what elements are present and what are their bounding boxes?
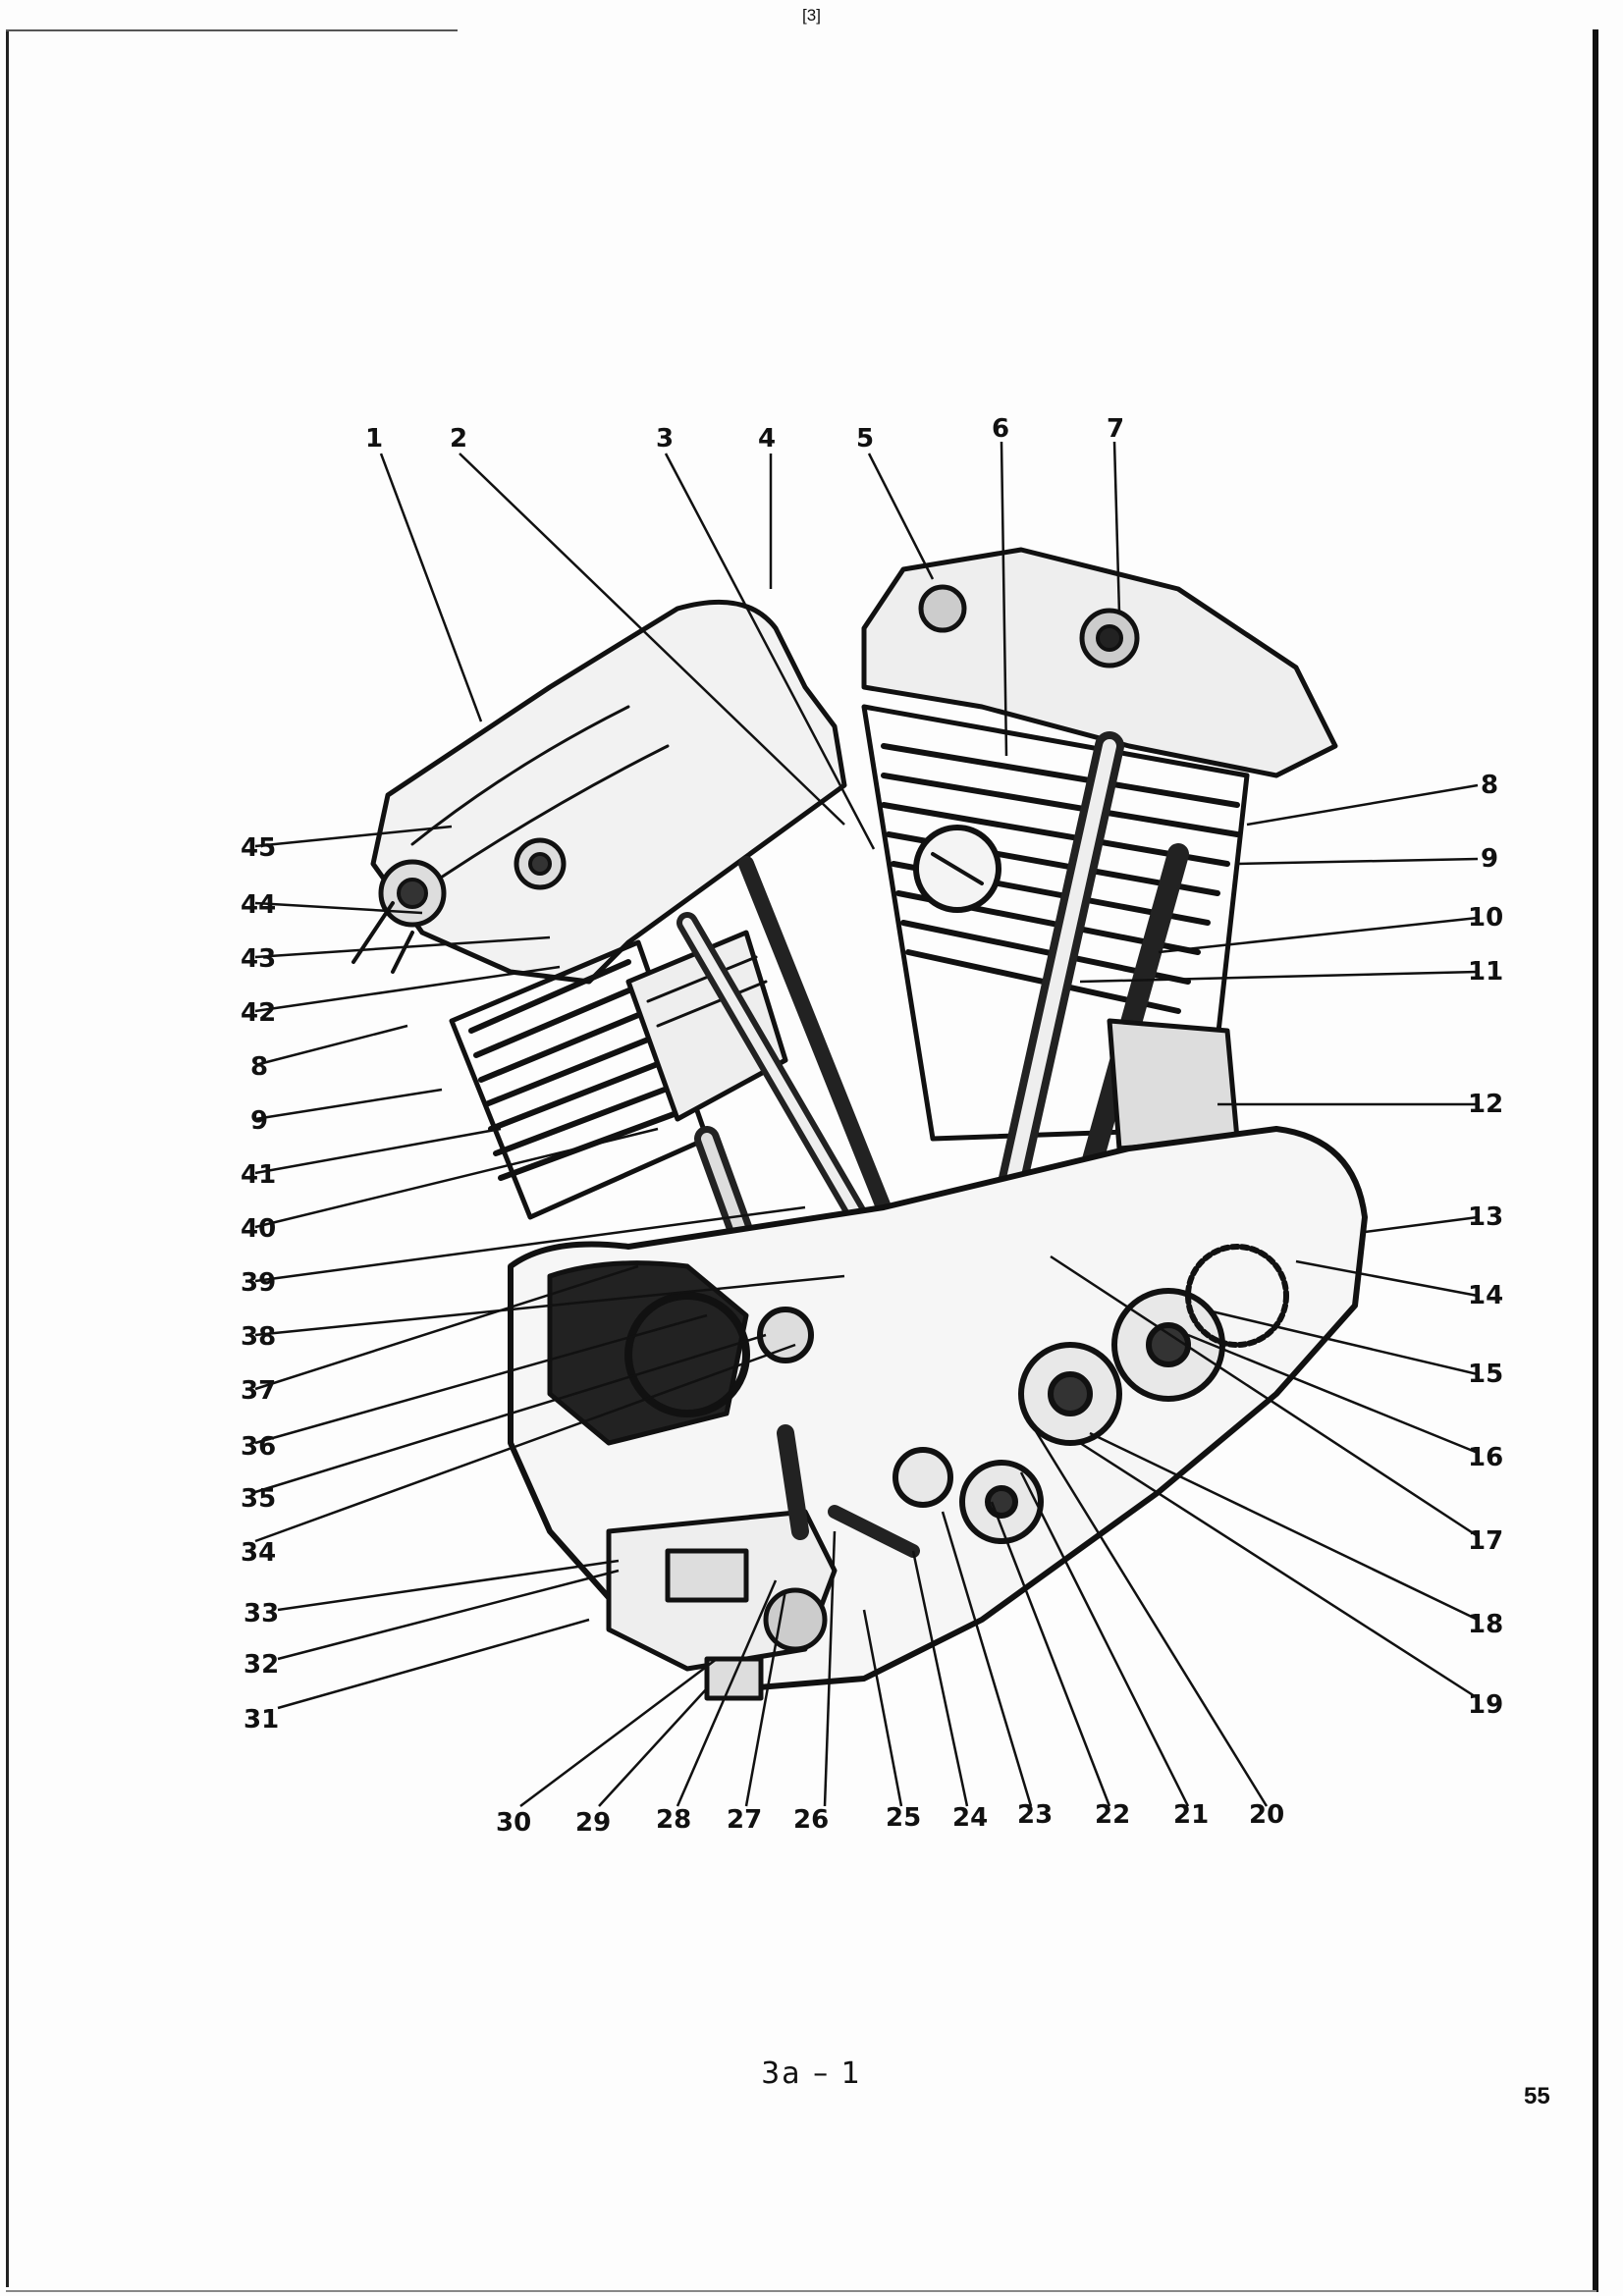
callout-label: 1 [365,424,383,454]
callout-label: 43 [241,944,276,974]
callout-label: 9 [250,1106,268,1136]
callout-label: 45 [241,833,276,863]
callout-label: 13 [1468,1202,1503,1232]
callout-label: 44 [241,890,276,920]
flywheel [624,1292,750,1417]
callout-label: 26 [793,1805,829,1835]
callout-leader-lines [254,441,1479,1807]
callout-label: 32 [243,1650,279,1680]
callout-label: 7 [1107,414,1124,444]
callout-label: 3 [656,424,674,454]
callout-label: 19 [1468,1690,1503,1720]
callout-labels: 1 2 3 4 5 6 7 8 9 10 11 12 13 14 15 16 1… [241,414,1503,1838]
callout-label: 2 [450,424,467,454]
scan-border-right [1593,29,1598,2292]
callout-label: 33 [243,1599,279,1629]
callout-label: 28 [656,1805,691,1835]
callout-label: 42 [241,998,276,1028]
callout-label: 8 [1481,771,1498,800]
callout-label: 10 [1468,903,1503,933]
page-header-mark: [3] [802,6,821,25]
callout-label: 36 [241,1432,276,1462]
callout-label: 41 [241,1160,276,1190]
callout-label: 15 [1468,1360,1503,1389]
callout-label: 23 [1017,1800,1053,1830]
callout-label: 22 [1095,1800,1130,1830]
callout-label: 21 [1173,1800,1209,1830]
callout-label: 16 [1468,1443,1503,1472]
callout-label: 27 [727,1805,762,1835]
timing-gears [893,1244,1289,1544]
callout-label: 8 [250,1052,268,1082]
callout-label: 35 [241,1484,276,1514]
callout-label: 25 [886,1803,921,1833]
callout-label: 24 [952,1803,988,1833]
callout-label: 40 [241,1214,276,1244]
callout-label: 12 [1468,1090,1503,1119]
callout-label: 11 [1468,957,1503,987]
callout-label: 5 [856,424,874,454]
callout-label: 18 [1468,1610,1503,1639]
callout-label: 39 [241,1268,276,1298]
callout-label: 6 [992,414,1009,444]
callout-label: 30 [496,1808,531,1838]
scan-border-bottom [6,2290,1596,2292]
callout-label: 34 [241,1538,276,1568]
page-number: 55 [1524,2083,1550,2109]
callout-label: 38 [241,1322,276,1352]
callout-label: 9 [1481,844,1498,874]
callout-label: 17 [1468,1526,1503,1556]
figure-caption: 3a – 1 [761,2056,862,2091]
callout-label: 4 [758,424,776,454]
callout-label: 14 [1468,1281,1503,1310]
callout-label: 31 [243,1705,279,1735]
callout-label: 29 [575,1808,611,1838]
callout-label: 37 [241,1376,276,1406]
scan-border-left [6,29,9,2287]
callout-label: 20 [1249,1800,1284,1830]
scan-border-top [6,29,458,31]
